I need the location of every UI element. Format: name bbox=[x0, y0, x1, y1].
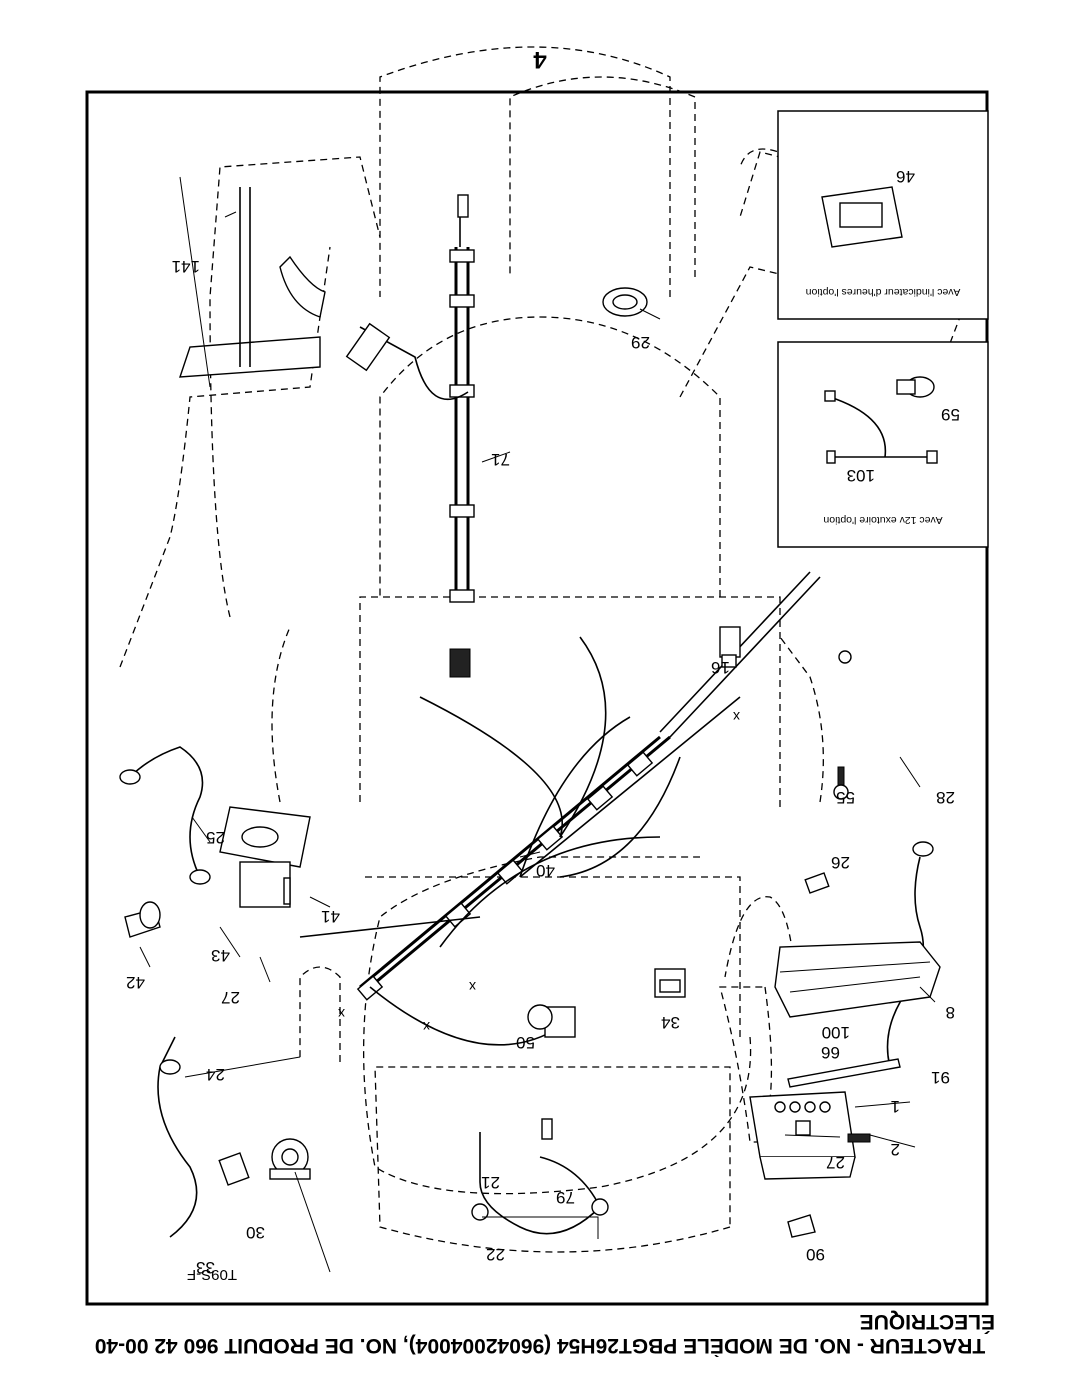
label-22: 22 bbox=[486, 1245, 505, 1264]
label-103: 103 bbox=[847, 466, 875, 485]
inset-hour-meter-caption: Avec l'indicateur d'heures l'option bbox=[806, 286, 961, 298]
headlight-harness bbox=[471, 1118, 609, 1239]
label-27a: 27 bbox=[221, 988, 240, 1007]
label-55: 55 bbox=[836, 788, 855, 807]
part-55-bolt bbox=[833, 766, 849, 800]
label-29: 29 bbox=[631, 333, 650, 352]
label-40: 40 bbox=[536, 861, 555, 880]
part-41-screw bbox=[283, 877, 291, 905]
part-26-clip bbox=[804, 872, 830, 894]
label-141: 141 bbox=[172, 257, 200, 276]
label-16: 16 bbox=[711, 658, 730, 677]
label-26: 26 bbox=[831, 853, 850, 872]
lower-harness-71 bbox=[345, 194, 475, 678]
label-79: 79 bbox=[556, 1188, 575, 1207]
inset-12v-caption: Avec 12v exutoire l'option bbox=[823, 514, 942, 526]
label-71: 71 bbox=[491, 450, 510, 469]
svg-text:x: x bbox=[733, 709, 740, 725]
label-91: 91 bbox=[931, 1068, 950, 1087]
part-42-boot bbox=[124, 901, 161, 938]
label-33: 33 bbox=[196, 1258, 215, 1277]
label-8: 8 bbox=[946, 1003, 955, 1022]
label-46: 46 bbox=[896, 167, 915, 186]
label-2: 2 bbox=[891, 1140, 900, 1159]
part-50-switch bbox=[527, 1004, 576, 1038]
diagram-frame bbox=[85, 90, 989, 1306]
part-90-clip bbox=[787, 1214, 816, 1238]
part-141-switch-bracket bbox=[179, 176, 326, 388]
part-24-cable bbox=[157, 1036, 198, 1238]
inset-hour-meter: Avec l'indicateur d'heures l'option 46 bbox=[777, 110, 989, 320]
label-41: 41 bbox=[321, 907, 340, 926]
part-91-strap bbox=[787, 1058, 901, 1088]
svg-text:x: x bbox=[469, 979, 476, 995]
label-25: 25 bbox=[206, 828, 225, 847]
label-28: 28 bbox=[936, 788, 955, 807]
part-30-ignition-switch bbox=[269, 1138, 311, 1180]
part-2-bolt-assembly bbox=[784, 1120, 871, 1143]
figure-code: T09S-F bbox=[187, 1266, 237, 1283]
label-24: 24 bbox=[206, 1065, 225, 1084]
part-8-battery-tray bbox=[774, 941, 941, 1018]
label-90: 90 bbox=[806, 1245, 825, 1264]
label-66: 66 bbox=[821, 1043, 840, 1062]
page-number: 4 bbox=[533, 46, 547, 73]
label-100: 100 bbox=[822, 1023, 850, 1042]
part-43-solenoid bbox=[219, 806, 311, 908]
main-wiring-harness: x x x x bbox=[299, 571, 821, 1046]
part-16-switch bbox=[719, 626, 741, 668]
svg-text:x: x bbox=[338, 1006, 345, 1022]
title-line-1: TRACTEUR - NO. DE MODÈLE PBGT26H54 (9604… bbox=[95, 1334, 985, 1357]
leader-lines bbox=[139, 211, 936, 1273]
part-25-cable bbox=[119, 746, 211, 885]
inset-12v-outlet: Avec 12v exutoire l'option 103 59 bbox=[777, 341, 989, 548]
label-59: 59 bbox=[941, 405, 960, 424]
label-43: 43 bbox=[211, 946, 230, 965]
label-50: 50 bbox=[516, 1033, 535, 1052]
label-1: 1 bbox=[891, 1097, 900, 1116]
part-33-key bbox=[218, 1152, 250, 1186]
label-34: 34 bbox=[661, 1013, 680, 1032]
part-29-grommet bbox=[602, 287, 648, 317]
label-21: 21 bbox=[481, 1173, 500, 1192]
part-number-labels: 141 29 71 16 55 28 25 26 40 41 43 42 27 … bbox=[126, 257, 955, 1277]
label-42: 42 bbox=[126, 973, 145, 992]
part-34-switch bbox=[654, 968, 686, 998]
title-line-2: ÉLECTRIQUE bbox=[860, 1310, 995, 1333]
label-27b: 27 bbox=[826, 1153, 845, 1172]
svg-text:x: x bbox=[423, 1019, 430, 1035]
label-30: 30 bbox=[246, 1223, 265, 1242]
